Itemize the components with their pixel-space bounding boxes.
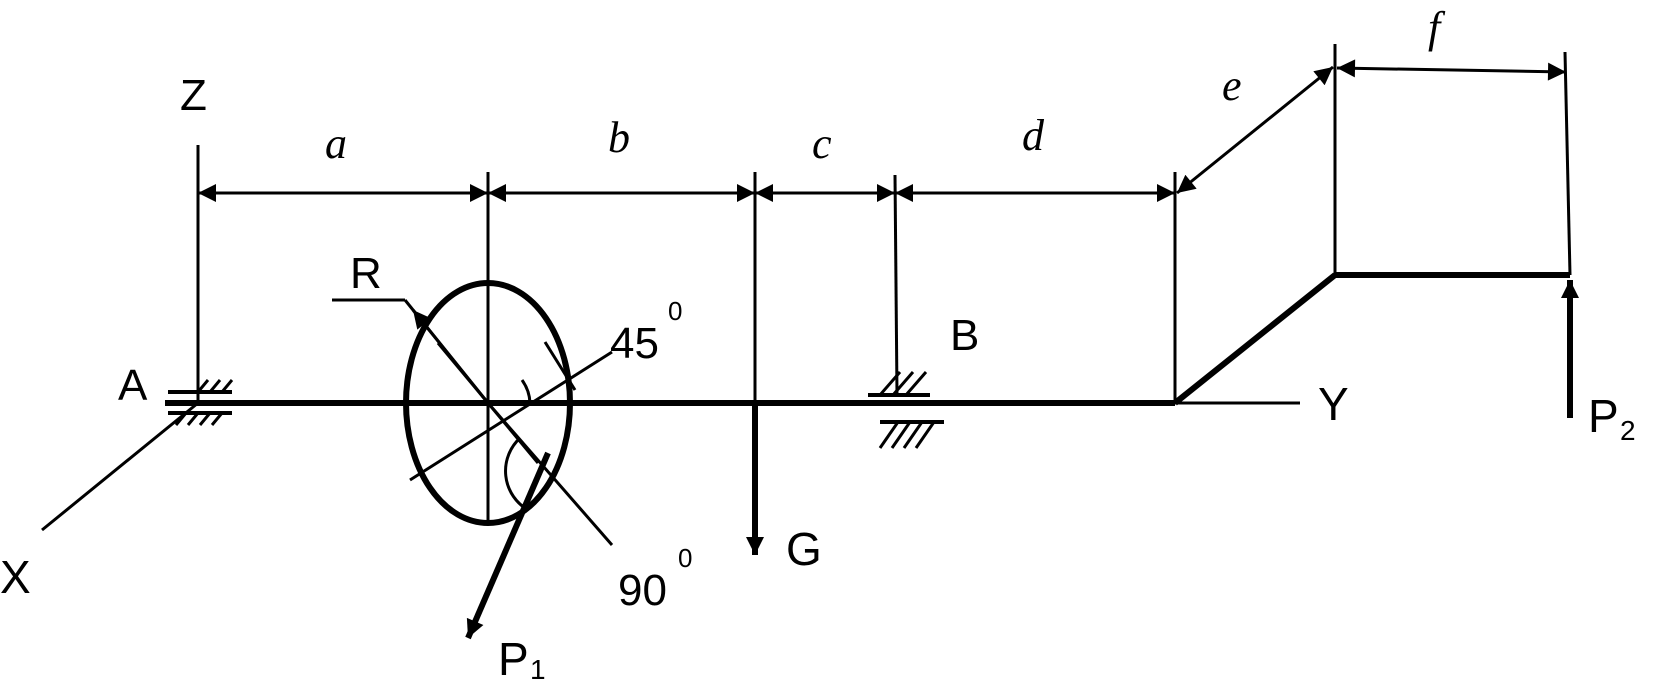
x-axis-label: X (0, 551, 31, 603)
support-b-label: B (950, 311, 979, 360)
angle-45-line (409, 350, 613, 482)
dimension-e-line (1176, 65, 1334, 195)
z-axis-label: Z (180, 71, 207, 120)
support-b-symbol (868, 174, 944, 449)
support-a-label: A (118, 361, 148, 410)
svg-text:2: 2 (1620, 415, 1636, 446)
dimension-b-label: b (608, 113, 630, 162)
support-a-symbol (168, 379, 234, 426)
y-axis-label: Y (1318, 378, 1349, 430)
svg-text:0: 0 (668, 296, 682, 326)
dimension-f-line (1336, 59, 1567, 81)
svg-text:1: 1 (530, 654, 546, 679)
angle-45-arc (520, 379, 532, 404)
gear-diagonal (436, 342, 540, 464)
force-p1-arrow (465, 451, 551, 640)
f-end-vertical (1563, 51, 1572, 276)
radius-label: R (350, 249, 382, 298)
x-axis-line (41, 401, 199, 532)
dimension-a-label: a (325, 119, 347, 168)
angle-45-label: 45 0 (610, 296, 682, 368)
dimension-f-label: f (1428, 3, 1446, 52)
force-p1-label: P 1 (498, 633, 546, 679)
svg-text:P: P (1588, 390, 1619, 442)
angle-45-tick (543, 341, 577, 391)
svg-text:45: 45 (610, 319, 659, 368)
dimension-e-label: e (1222, 61, 1242, 110)
dimension-c-label: c (812, 119, 832, 168)
dimension-d-label: d (1022, 111, 1045, 160)
angle-90-label: 90 0 (618, 543, 692, 615)
svg-text:90: 90 (618, 566, 667, 615)
angle-90-arc (504, 436, 529, 512)
crank-arm (1173, 272, 1337, 406)
svg-text:P: P (498, 633, 529, 679)
force-g-label: G (786, 523, 822, 575)
force-p2-label: P 2 (1588, 390, 1636, 446)
gear-disk (403, 280, 573, 526)
svg-text:0: 0 (678, 543, 692, 573)
